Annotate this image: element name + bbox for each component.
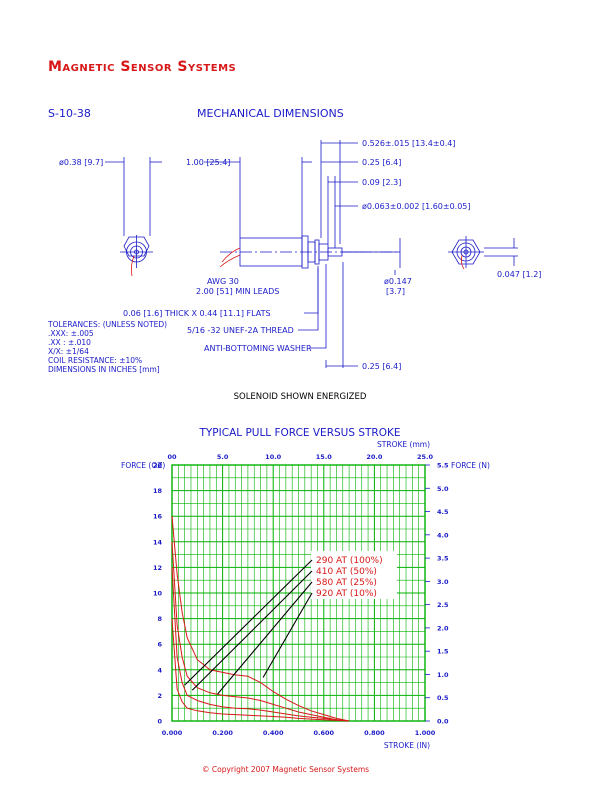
y-tick-label: 4 xyxy=(157,666,162,674)
y2-tick-label: 4.0 xyxy=(437,531,449,539)
copyright: © Copyright 2007 Magnetic Sensor Systems xyxy=(202,765,369,774)
x2-tick-label: 15.0 xyxy=(316,453,333,461)
x-tick-label: 1.000 xyxy=(415,729,436,737)
dim-thread-length: 0.25 [6.4] xyxy=(362,158,401,167)
legend-entry: 580 AT (25%) xyxy=(316,578,377,588)
y-tick-label: 10 xyxy=(153,590,163,598)
x2-axis-label: STROKE (mm) xyxy=(377,440,430,449)
end-view-right xyxy=(448,236,518,270)
dim-washer: 0.09 [2.3] xyxy=(362,178,401,187)
dim-leads: 2.00 [51] MIN LEADS xyxy=(196,287,279,296)
legend-entry: 290 AT (100%) xyxy=(316,556,383,566)
legend-leader xyxy=(262,592,313,678)
x-tick-label: 0.200 xyxy=(212,729,233,737)
x-axis-label: STROKE (IN) xyxy=(384,741,430,750)
dim-body-length: 1.00 [25.4] xyxy=(186,158,230,167)
legend-leader xyxy=(191,570,313,691)
chart-series xyxy=(171,516,350,722)
y2-tick-label: 1.0 xyxy=(437,671,449,679)
y2-axis-label: FORCE (N) xyxy=(451,461,490,470)
legend-leader xyxy=(217,581,313,695)
end-view-left xyxy=(105,157,162,277)
series-line xyxy=(171,541,350,722)
energized-note: SOLENOID SHOWN ENERGIZED xyxy=(234,392,367,402)
side-view xyxy=(204,140,401,368)
part-number: S-10-38 xyxy=(48,107,91,120)
y-tick-label: 0 xyxy=(157,718,162,726)
legend: 290 AT (100%)410 AT (50%)580 AT (25%)920… xyxy=(316,556,383,599)
legend-entry: 410 AT (50%) xyxy=(316,567,377,577)
series-line xyxy=(171,618,350,722)
y2-tick-label: 3.0 xyxy=(437,578,449,586)
force-stroke-chart: TYPICAL PULL FORCE VERSUS STROKE STROKE … xyxy=(121,427,490,750)
tolerance-line: TOLERANCES: (UNLESS NOTED) xyxy=(47,320,167,329)
x2-tick-label: 20.0 xyxy=(366,453,383,461)
legend-box xyxy=(311,551,397,599)
y2-tick-label: 3.5 xyxy=(437,555,449,563)
x-tick-label: 0.000 xyxy=(162,729,183,737)
x2-tick-label: 10.0 xyxy=(265,453,282,461)
x2-tick-label: 00 xyxy=(167,453,177,461)
y2-tick-label: 2.5 xyxy=(437,601,449,609)
dim-thread: 5/16 -32 UNEF-2A THREAD xyxy=(187,326,294,335)
tolerance-line: X/X: ±1/64 xyxy=(48,347,89,356)
x-tick-label: 0.800 xyxy=(364,729,385,737)
legend-leaders xyxy=(184,559,313,695)
x-tick-label: 0.600 xyxy=(314,729,335,737)
y-axis-label: FORCE (OZ) xyxy=(121,461,165,470)
y-tick-label: 20 xyxy=(153,462,163,470)
y-tick-label: 8 xyxy=(157,615,162,623)
dim-side: 0.047 [1.2] xyxy=(497,270,541,279)
dim-awg: AWG 30 xyxy=(207,277,239,286)
chart-ticks: 0.000 0.200 0.400 0.600 0.800 1.000 00 5.0 10.0 1… xyxy=(153,453,449,737)
y2-tick-label: 0.0 xyxy=(437,718,449,726)
chart-title: TYPICAL PULL FORCE VERSUS STROKE xyxy=(198,427,400,439)
y-tick-label: 14 xyxy=(153,538,163,546)
series-line xyxy=(171,567,350,722)
dim-anti-bottoming: ANTI-BOTTOMING WASHER xyxy=(204,344,312,353)
y2-tick-label: 0.5 xyxy=(437,694,449,702)
mechanical-title: MECHANICAL DIMENSIONS xyxy=(197,107,344,120)
y2-tick-label: 1.5 xyxy=(437,648,449,656)
y-tick-label: 2 xyxy=(157,692,162,700)
series-line xyxy=(171,516,350,722)
y2-tick-label: 4.5 xyxy=(437,508,449,516)
y2-tick-label: 5.0 xyxy=(437,485,449,493)
legend-leader xyxy=(184,559,313,686)
y-tick-label: 18 xyxy=(153,487,163,495)
dim-nut-diameter-mm: [3.7] xyxy=(386,287,405,296)
y2-tick-label: 2.0 xyxy=(437,624,449,632)
tolerance-line: .XX : ±.010 xyxy=(48,338,91,347)
x-tick-label: 0.400 xyxy=(263,729,284,737)
tolerance-line: DIMENSIONS IN INCHES [mm] xyxy=(48,365,160,374)
y-tick-label: 6 xyxy=(157,641,162,649)
y-tick-label: 16 xyxy=(153,513,163,521)
mechanical-drawing: ø0.38 [9.7] xyxy=(59,139,541,371)
dim-flats: 0.06 [1.6] THICK X 0.44 [11.1] FLATS xyxy=(123,309,271,318)
y-tick-label: 12 xyxy=(153,564,162,572)
dim-nut-diameter: ø0.147 xyxy=(384,277,412,286)
chart-grid xyxy=(171,464,426,722)
y2-tick-label: 5.5 xyxy=(437,462,449,470)
legend-entry: 920 AT (10%) xyxy=(316,589,377,599)
dim-plunger-diameter: ø0.063±0.002 [1.60±0.05] xyxy=(362,202,471,211)
tolerances: TOLERANCES: (UNLESS NOTED) .XXX: ±.005 .… xyxy=(47,320,167,374)
dim-diameter: ø0.38 [9.7] xyxy=(59,158,103,167)
x2-tick-label: 25.0 xyxy=(417,453,434,461)
company-title: Magnetic Sensor Systems xyxy=(48,59,236,75)
tolerance-line: COIL RESISTANCE: ±10% xyxy=(48,356,142,365)
x2-tick-label: 5.0 xyxy=(217,453,229,461)
dim-bottom-length: 0.25 [6.4] xyxy=(362,362,401,371)
tolerance-line: .XXX: ±.005 xyxy=(48,329,94,338)
dim-overall-flange: 0.526±.015 [13.4±0.4] xyxy=(362,139,455,148)
